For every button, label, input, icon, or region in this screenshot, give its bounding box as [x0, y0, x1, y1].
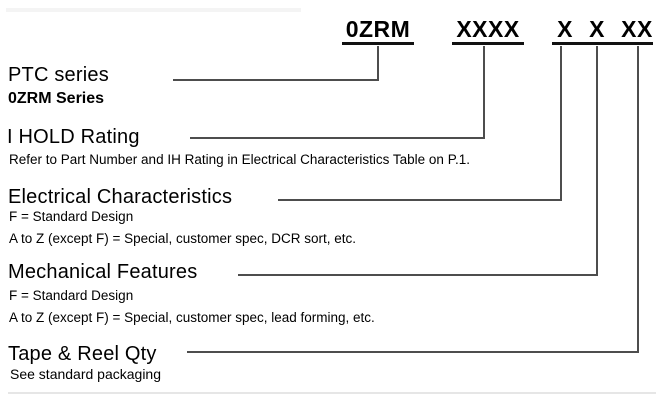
section-line-mechanical-special: A to Z (except F) = Special, customer sp… — [9, 310, 375, 325]
section-heading-electrical-characteristics: Electrical Characteristics — [8, 186, 233, 208]
part-number-series-underline — [342, 42, 414, 45]
scan-artifact-top — [6, 8, 301, 12]
connector-line-mechanical — [238, 46, 598, 276]
section-line-electrical-special: A to Z (except F) = Special, customer sp… — [9, 231, 356, 246]
connector-line-electrical — [278, 46, 562, 201]
section-heading-mechanical-features: Mechanical Features — [8, 261, 198, 283]
section-line-mechanical-standard: F = Standard Design — [9, 288, 134, 303]
section-line-ozrm-series: 0ZRM Series — [8, 90, 105, 107]
scan-artifact-bottom — [8, 392, 656, 394]
connector-line-tape-reel — [187, 46, 639, 353]
section-heading-ihold-rating: I HOLD Rating — [7, 126, 140, 148]
part-number-ihold-underline — [452, 42, 524, 45]
part-number-tape-reel-code: XX — [621, 16, 653, 42]
section-heading-tape-reel-qty: Tape & Reel Qty — [8, 343, 157, 365]
section-line-electrical-standard: F = Standard Design — [9, 209, 134, 224]
section-line-tape-reel-note: See standard packaging — [10, 366, 161, 382]
part-number-mechanical-code: X — [589, 16, 605, 42]
part-number-series-code: 0ZRM — [345, 16, 411, 42]
part-number-suffix-underline — [552, 42, 653, 45]
section-line-ihold-note: Refer to Part Number and IH Rating in El… — [9, 152, 470, 167]
section-heading-ptc-series: PTC series — [8, 64, 109, 86]
part-number-electrical-code: X — [557, 16, 573, 42]
connector-line-series — [173, 46, 379, 81]
part-number-ihold-code: XXXX — [456, 16, 520, 42]
connector-line-ihold — [190, 46, 485, 139]
